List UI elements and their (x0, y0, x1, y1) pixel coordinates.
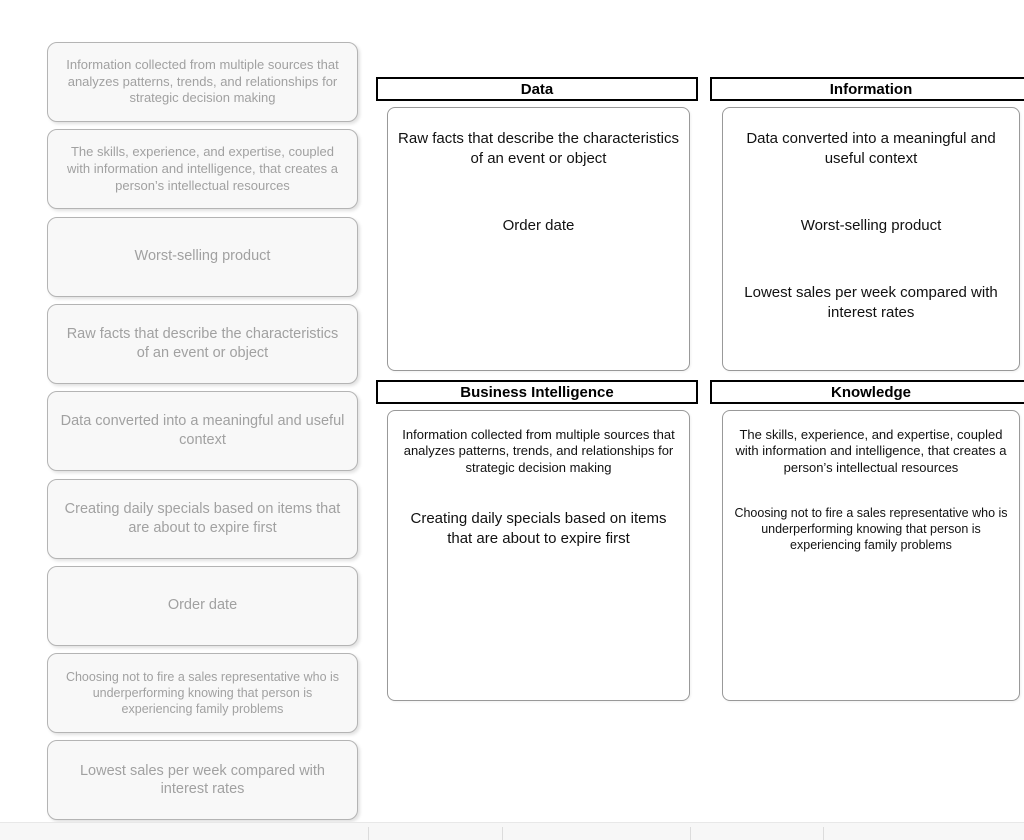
category-title: Knowledge (830, 383, 911, 401)
dropped-item[interactable]: Lowest sales per week compared with inte… (744, 284, 998, 321)
bank-item[interactable]: Information collected from multiple sour… (47, 42, 358, 122)
footer-divider (823, 827, 824, 840)
cut-off-content-strip (0, 822, 1024, 840)
dropzone-information[interactable]: Data converted into a meaningful and use… (722, 107, 1020, 371)
bank-item[interactable]: Raw facts that describe the characterist… (47, 303, 358, 384)
footer-divider (502, 827, 503, 840)
bank-item[interactable]: The skills, experience, and expertise, c… (47, 129, 358, 210)
bank-item[interactable]: Lowest sales per week compared with inte… (47, 740, 358, 821)
dropped-item[interactable]: Order date (502, 216, 575, 234)
dropped-item[interactable]: Choosing not to fire a sales representat… (734, 505, 1008, 552)
bank-item[interactable]: Creating daily specials based on items t… (47, 478, 358, 559)
bank-item[interactable]: Data converted into a meaningful and use… (47, 391, 358, 472)
dropped-item[interactable]: The skills, experience, and expertise, c… (735, 426, 1007, 475)
dropped-item[interactable]: Information collected from multiple sour… (402, 426, 675, 475)
dropzone-business-intelligence[interactable]: Information collected from multiple sour… (387, 410, 690, 701)
category-header-information: Information (710, 77, 1024, 101)
bank-item[interactable]: Choosing not to fire a sales representat… (47, 653, 358, 734)
bank-item[interactable]: Order date (47, 565, 358, 646)
bank-item[interactable]: Worst-selling product (47, 216, 358, 297)
dropped-item[interactable]: Worst-selling product (800, 216, 942, 234)
dropzone-knowledge[interactable]: The skills, experience, and expertise, c… (722, 410, 1020, 701)
category-header-business-intelligence: Business Intelligence (376, 380, 698, 404)
category-title: Business Intelligence (460, 383, 614, 401)
dropped-item[interactable]: Creating daily specials based on items t… (410, 510, 667, 547)
dropped-item[interactable]: Raw facts that describe the characterist… (398, 130, 679, 167)
category-title: Information (829, 80, 913, 98)
dropzone-data[interactable]: Raw facts that describe the characterist… (387, 107, 690, 371)
dropped-item[interactable]: Data converted into a meaningful and use… (746, 130, 996, 167)
category-header-knowledge: Knowledge (710, 380, 1024, 404)
footer-divider (690, 827, 691, 840)
category-header-data: Data (376, 77, 698, 101)
footer-divider (368, 827, 369, 840)
category-title: Data (520, 80, 554, 98)
